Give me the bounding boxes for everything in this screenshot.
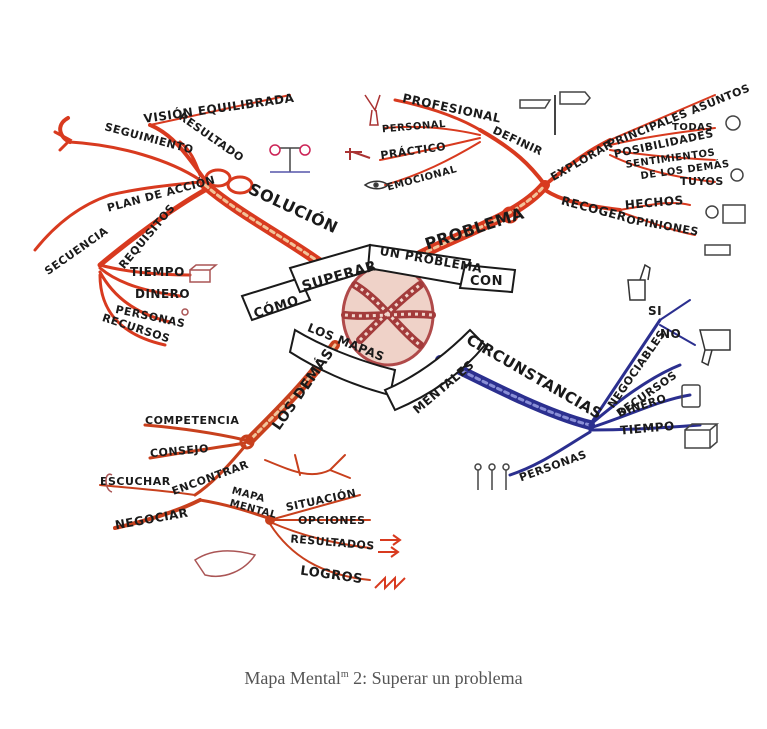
people-icon [474,463,510,490]
tie-icon [364,94,381,126]
bow-knot-right [226,175,254,195]
node-escuchar: ESCUCHAR [100,475,171,488]
small-box-icon [189,264,219,283]
figure-caption: Mapa Mentalm 2: Superar un problema [0,668,767,689]
computer-icon [704,204,746,256]
arrow-head-left [53,130,73,152]
node-consejo: CONSEJO [149,442,209,460]
face-icon-1 [725,115,741,131]
node-tuyos: TUYOS [680,175,724,188]
zigzag-arrow-icon [374,575,406,591]
node-hechos: HECHOS [624,193,684,212]
ear-icon [105,473,113,493]
node-situacion: SITUACIÓN [285,486,358,514]
branch-problema [379,94,716,260]
decorative-sketches [105,91,746,591]
branch-label-problema: PROBLEMA [422,204,526,254]
person-icon [181,308,189,316]
central-banner [240,243,517,412]
hammer-icon [345,148,371,160]
node-competencia: COMPETENCIA [145,414,239,427]
node-no: NO [660,327,681,341]
box-icon [684,423,720,449]
node-tiempo-c: TIEMPO [620,419,676,438]
central-knot [341,263,436,367]
node-opciones: OPCIONES [298,514,366,527]
node-opiniones: OPINIONES [625,213,699,239]
node-personal: PERSONAL [382,119,447,136]
node-dinero: DINERO [135,287,190,301]
caption-superscript: m [340,669,349,680]
signpost-icon [519,91,591,135]
node-profesional: PROFESIONAL [401,91,502,126]
node-tiempo: TIEMPO [130,265,185,279]
ribbon-con [458,263,517,294]
problema-labels: PROBLEMA PROFESIONAL PERSONAL PRÁCTICO E… [380,82,752,254]
arrows-icon [378,534,402,558]
face-icon-2 [730,168,744,182]
circunstancias-labels: CIRCUNSTANCIAS NEGOCIABLES SI NO RECURSO… [463,304,681,484]
eye-icon [363,180,390,190]
node-recoger: RECOGER [560,194,629,225]
wallet-icon [681,384,701,408]
node-requisitos: REQUISITOS [116,202,177,272]
caption-suffix: 2: Superar un problema [348,668,523,688]
node-resultados: RESULTADOS [290,532,375,552]
thumbs-up-icon [627,263,651,301]
node-practico: PRÁCTICO [380,140,447,162]
caption-prefix: Mapa Mental [244,668,341,688]
ribbon-como [240,276,312,322]
handshake-icon [193,550,257,577]
node-emocional: EMOCIONAL [386,164,458,193]
node-logros: LOGROS [299,564,363,588]
balance-scale-icon [269,144,311,173]
node-negociar: NEGOCIAR [114,506,189,533]
central-word-con: CON [470,274,503,289]
node-si: SI [648,304,662,318]
node-todas: TODAS [672,122,713,133]
ribbon-mentales [383,328,487,412]
thumbs-down-icon [699,329,731,367]
node-vision-equilibrada: VISIÓN EQUILIBRADA [143,90,296,126]
node-explorar: EXPLORAR [548,138,615,184]
